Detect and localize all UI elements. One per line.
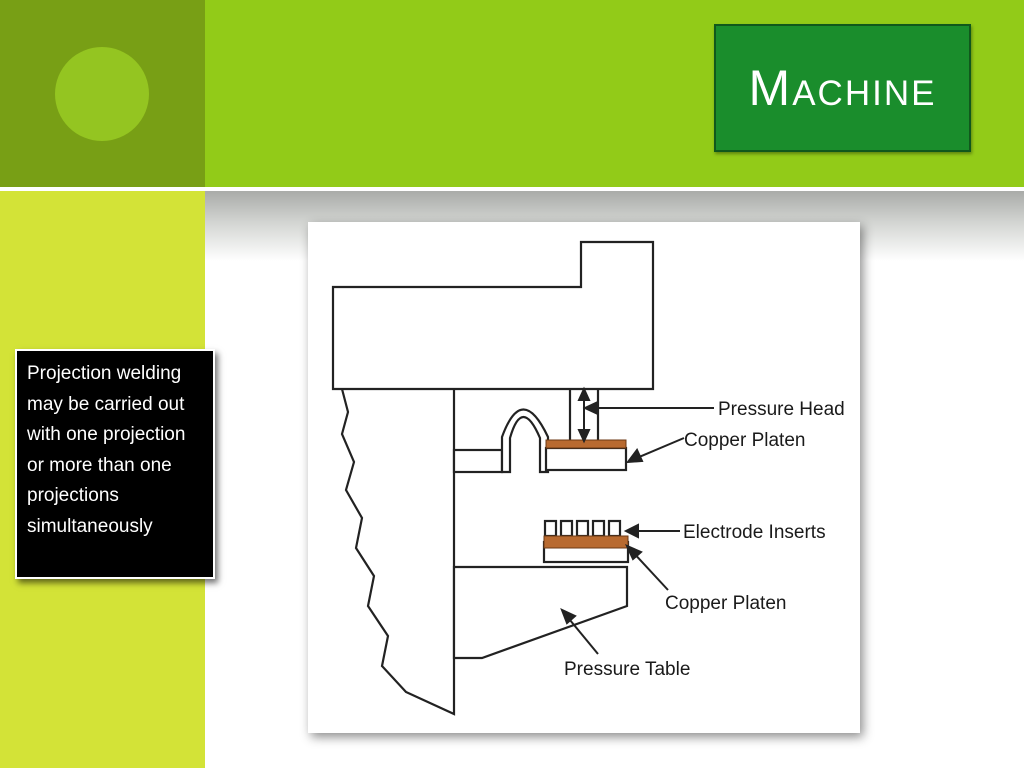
copper-strip-bottom <box>543 535 629 549</box>
electrode-insert <box>575 519 590 538</box>
welding-machine-diagram: Pressure Head Copper Platen Electrode In… <box>331 240 845 716</box>
header-divider <box>0 187 1024 191</box>
arrow-head <box>625 448 644 464</box>
decorative-circle <box>55 47 149 141</box>
copper-platen-top-body <box>544 446 628 472</box>
upper-arch <box>500 408 550 474</box>
electrode-insert <box>591 519 606 538</box>
arrow-head <box>623 523 639 539</box>
electrode-insert <box>607 519 622 538</box>
description-text: Projection welding may be carried out wi… <box>27 363 186 537</box>
arrow-head <box>577 386 591 401</box>
label-pressure-head: Pressure Head <box>718 399 845 420</box>
label-pressure-table: Pressure Table <box>564 659 690 680</box>
copper-strip-top <box>545 439 627 449</box>
title-box: Machine <box>714 24 971 152</box>
machine-head-outline <box>331 240 655 391</box>
diagram-card: Pressure Head Copper Platen Electrode In… <box>308 222 860 733</box>
arrow-head <box>560 608 577 625</box>
arrow-head <box>625 544 643 561</box>
label-copper-platen-top: Copper Platen <box>684 430 805 451</box>
label-copper-platen-bottom: Copper Platen <box>665 593 786 614</box>
pressure-table-outline <box>452 565 629 660</box>
arrow-head <box>582 400 599 416</box>
electrode-insert <box>543 519 558 538</box>
label-electrode-inserts: Electrode Inserts <box>683 522 826 543</box>
machine-frame-outline <box>340 388 456 716</box>
upper-arm-left <box>452 448 504 474</box>
description-box: Projection welding may be carried out wi… <box>15 349 215 579</box>
slide-title: Machine <box>748 60 937 116</box>
electrode-insert <box>559 519 574 538</box>
arrow-head <box>577 429 591 444</box>
